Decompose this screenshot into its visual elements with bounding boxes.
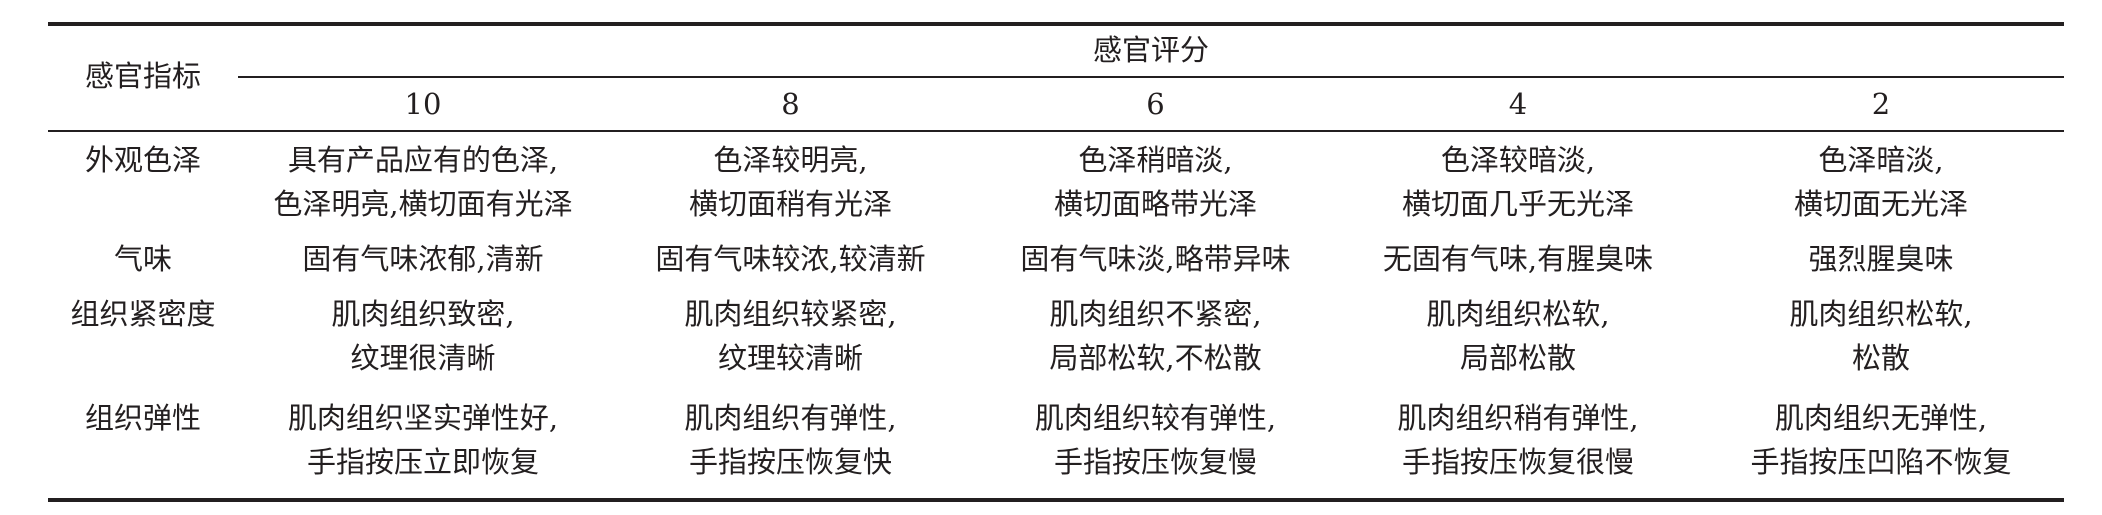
cell-line: 肌肉组织松软, xyxy=(1789,297,1973,331)
cell-line: 手指按压凹陷不恢复 xyxy=(1750,445,2012,479)
cell-line: 肌肉组织致密, xyxy=(331,297,515,331)
header-score-8: 8 xyxy=(781,87,800,121)
cell-line: 固有气味浓郁,清新 xyxy=(302,242,544,276)
cell-line: 色泽较明亮, xyxy=(713,143,868,177)
cell-line: 手指按压立即恢复 xyxy=(306,445,539,479)
table-cell: 无固有气味,有腥臭味 xyxy=(1338,237,1698,281)
table-cell: 肌肉组织无弹性, 手指按压凹陷不恢复 xyxy=(1698,396,2064,484)
table-cell: 肌肉组织有弹性, 手指按压恢复快 xyxy=(608,396,973,484)
cell-line: 横切面几乎无光泽 xyxy=(1401,187,1634,221)
row-label: 气味 xyxy=(113,242,172,276)
cell-line: 横切面无光泽 xyxy=(1793,187,1968,221)
cell-line: 手指按压恢复慢 xyxy=(1053,445,1257,479)
cell-line: 肌肉组织无弹性, xyxy=(1774,401,1988,435)
cell-line: 手指按压恢复快 xyxy=(688,445,892,479)
cell-line: 肌肉组织较有弹性, xyxy=(1034,401,1277,435)
row-label: 组织紧密度 xyxy=(70,297,216,331)
cell-line: 纹理很清晰 xyxy=(350,341,496,375)
table-cell: 色泽较明亮, 横切面稍有光泽 xyxy=(608,138,973,226)
header-score-4: 4 xyxy=(1508,87,1528,121)
table-cell: 肌肉组织坚实弹性好, 手指按压立即恢复 xyxy=(238,396,608,484)
cell-line: 色泽较暗淡, xyxy=(1440,143,1596,177)
table-cell: 肌肉组织不紧密, 局部松软,不松散 xyxy=(973,292,1338,380)
cell-line: 色泽明亮,横切面有光泽 xyxy=(273,187,573,221)
cell-line: 色泽暗淡, xyxy=(1818,143,1944,177)
cell-line: 具有产品应有的色泽, xyxy=(287,143,559,177)
cell-line: 肌肉组织松软, xyxy=(1426,297,1610,331)
table-cell: 肌肉组织松软, 松散 xyxy=(1698,292,2064,380)
cell-line: 局部松软,不松散 xyxy=(1049,341,1262,375)
header-bottom-rule xyxy=(48,130,2064,132)
table-cell: 肌肉组织稍有弹性, 手指按压恢复很慢 xyxy=(1338,396,1698,484)
header-score-10: 10 xyxy=(404,87,442,121)
table-cell: 固有气味浓郁,清新 xyxy=(238,237,608,281)
cell-line: 强烈腥臭味 xyxy=(1808,242,1954,276)
row-label: 组织弹性 xyxy=(84,401,201,435)
table-cell: 具有产品应有的色泽, 色泽明亮,横切面有光泽 xyxy=(238,138,608,226)
cell-line: 肌肉组织不紧密, xyxy=(1049,297,1262,331)
cell-line: 色泽稍暗淡, xyxy=(1078,143,1233,177)
cell-line: 松散 xyxy=(1851,341,1910,375)
cell-line: 无固有气味,有腥臭味 xyxy=(1382,242,1654,276)
table-cell: 肌肉组织较有弹性, 手指按压恢复慢 xyxy=(973,396,1338,484)
cell-line: 纹理较清晰 xyxy=(717,341,863,375)
cell-line: 横切面略带光泽 xyxy=(1053,187,1257,221)
header-indicator: 感官指标 xyxy=(84,59,201,93)
cell-line: 肌肉组织有弹性, xyxy=(684,401,897,435)
score-group-rule xyxy=(238,76,2064,78)
cell-line: 肌肉组织较紧密, xyxy=(684,297,897,331)
table-cell: 色泽暗淡, 横切面无光泽 xyxy=(1698,138,2064,226)
cell-line: 肌肉组织坚实弹性好, xyxy=(287,401,559,435)
header-score-6: 6 xyxy=(1146,87,1165,121)
table-cell: 肌肉组织致密, 纹理很清晰 xyxy=(238,292,608,380)
cell-line: 固有气味较浓,较清新 xyxy=(655,242,926,276)
table-cell: 色泽较暗淡, 横切面几乎无光泽 xyxy=(1338,138,1698,226)
cell-line: 横切面稍有光泽 xyxy=(688,187,892,221)
cell-line: 固有气味淡,略带异味 xyxy=(1020,242,1291,276)
cell-line: 局部松散 xyxy=(1459,341,1576,375)
table-cell: 肌肉组织较紧密, 纹理较清晰 xyxy=(608,292,973,380)
row-label: 外观色泽 xyxy=(84,143,201,177)
header-score-2: 2 xyxy=(1871,87,1891,121)
table-cell: 色泽稍暗淡, 横切面略带光泽 xyxy=(973,138,1338,226)
table-cell: 肌肉组织松软, 局部松散 xyxy=(1338,292,1698,380)
table-top-rule xyxy=(48,22,2064,26)
table-cell: 固有气味较浓,较清新 xyxy=(608,237,973,281)
cell-line: 肌肉组织稍有弹性, xyxy=(1397,401,1639,435)
table-cell: 强烈腥臭味 xyxy=(1698,237,2064,281)
table-bottom-rule xyxy=(48,498,2064,502)
header-score-group: 感官评分 xyxy=(1092,33,1209,67)
cell-line: 手指按压恢复很慢 xyxy=(1401,445,1634,479)
table-cell: 固有气味淡,略带异味 xyxy=(973,237,1338,281)
